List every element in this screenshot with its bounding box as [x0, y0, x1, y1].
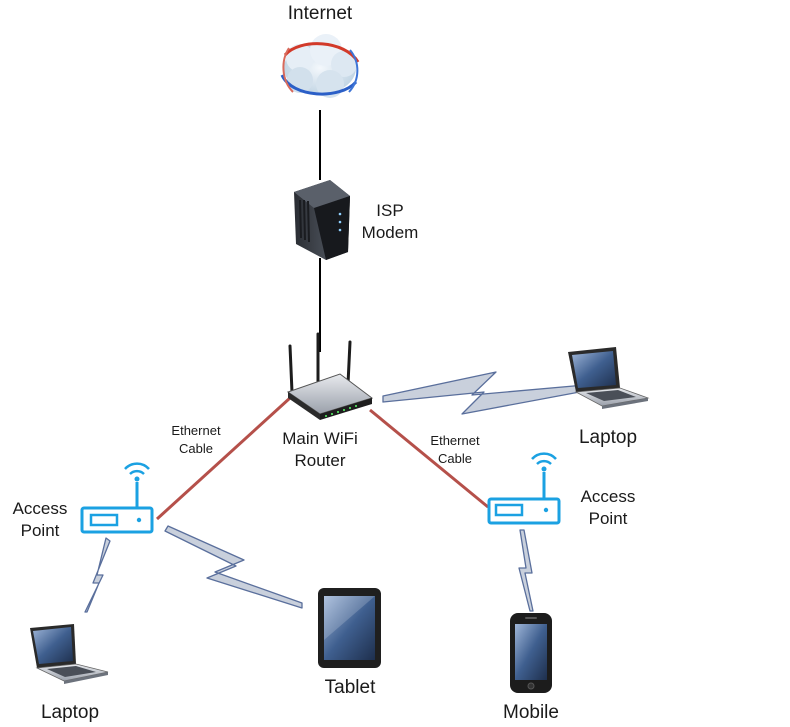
- wireless-link-ap-tablet: [164, 525, 303, 609]
- mobile-label: Mobile: [503, 702, 559, 723]
- mobile-phone-icon: [510, 613, 552, 693]
- wireless-link-ap-laptop: [84, 537, 111, 613]
- router-label: Main WiFi Router: [282, 429, 358, 470]
- tablet-label: Tablet: [324, 677, 376, 698]
- ethernet-cable-right: [369, 408, 489, 509]
- wireless-link-router-laptop: [382, 371, 586, 415]
- laptop-left-label: Laptop: [40, 702, 100, 723]
- wireless-link-ap-mobile: [518, 529, 534, 612]
- laptop-right-label: Laptop: [578, 427, 638, 448]
- modem-icon: [294, 180, 350, 260]
- internet-label: Internet: [287, 3, 353, 24]
- ethernet-cable-left-label: Ethernet Cable: [171, 423, 221, 456]
- ethernet-cable-left: [155, 396, 292, 521]
- laptop-icon: [30, 624, 109, 684]
- ethernet-cable-right-label: Ethernet Cable: [430, 433, 480, 466]
- access-point-left-label: Access Point: [12, 499, 68, 540]
- access-point-right-label: Access Point: [580, 487, 636, 528]
- tablet-icon: [318, 588, 381, 668]
- modem-label: ISP Modem: [361, 201, 419, 242]
- cloud-globe-icon: [280, 34, 360, 98]
- access-point-icon: [80, 462, 154, 534]
- wifi-router-icon: [286, 332, 374, 420]
- access-point-icon: [487, 452, 561, 525]
- laptop-icon: [568, 347, 650, 409]
